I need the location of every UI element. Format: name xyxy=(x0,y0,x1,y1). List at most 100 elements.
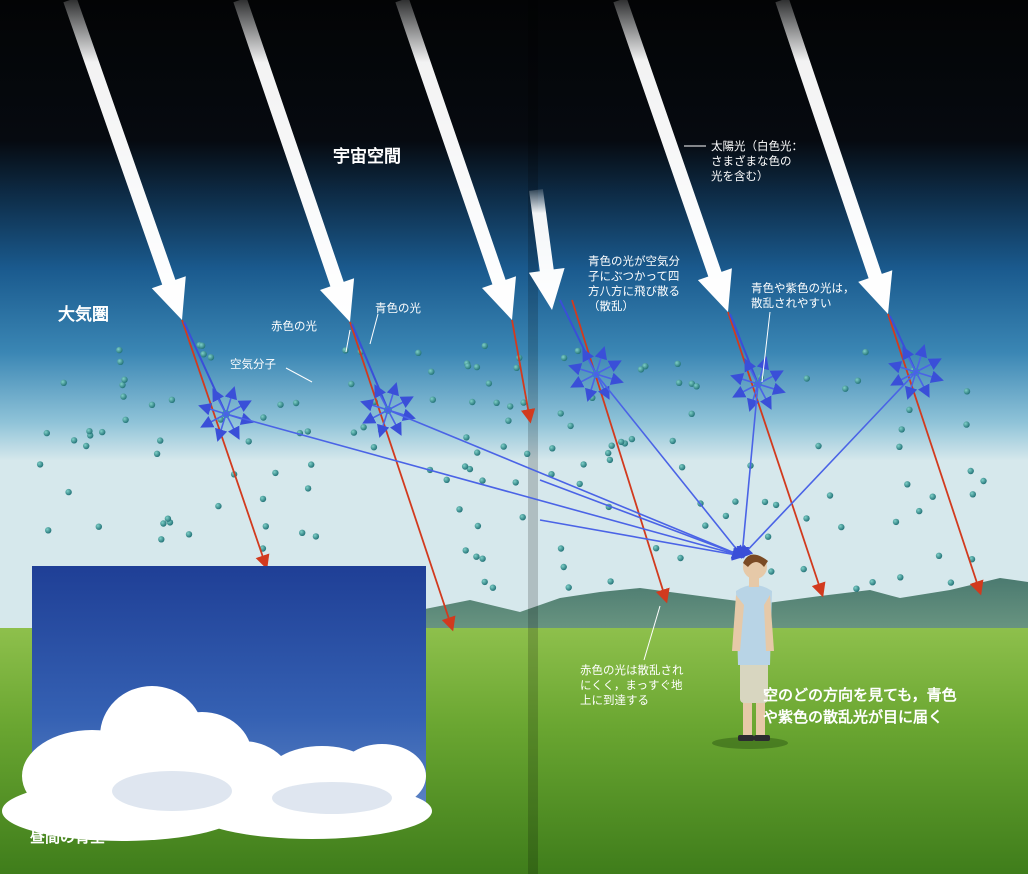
scatter-star xyxy=(198,403,227,416)
air-molecule xyxy=(207,354,215,361)
air-molecule xyxy=(764,533,772,540)
air-molecule xyxy=(892,518,900,526)
scatter-star xyxy=(747,383,760,412)
air-molecule xyxy=(245,438,252,445)
scatter-star xyxy=(582,348,597,375)
air-molecule xyxy=(815,442,822,450)
air-molecule xyxy=(164,515,172,522)
air-molecule xyxy=(772,501,780,509)
air-molecule xyxy=(980,477,987,485)
air-molecule xyxy=(117,358,124,365)
air-molecule xyxy=(260,414,267,421)
scattered-ray-to-eye xyxy=(539,519,746,561)
scatter-star xyxy=(212,388,227,415)
scattered-ray-to-eye xyxy=(736,383,759,560)
scatter-star xyxy=(200,413,227,428)
blue-violet-label: 青色や紫色の光は， 散乱されやすい xyxy=(751,281,855,310)
scatter-star xyxy=(905,371,918,400)
page-fold xyxy=(528,0,538,874)
scatter-star xyxy=(732,383,759,398)
scatter-star xyxy=(377,409,390,438)
air-molecule xyxy=(489,584,497,591)
air-molecule xyxy=(160,520,167,527)
scatter-star xyxy=(914,344,927,373)
air-molecule xyxy=(119,381,126,389)
air-molecule xyxy=(65,488,72,496)
boy-figure xyxy=(712,554,788,749)
air-molecule xyxy=(120,393,127,400)
air-molecule xyxy=(200,351,207,358)
scatter-star xyxy=(362,409,389,424)
air-molecule xyxy=(608,442,615,449)
scatter-star xyxy=(757,383,772,410)
air-molecule xyxy=(158,536,165,543)
air-molecule xyxy=(963,388,971,395)
air-molecule xyxy=(505,417,512,424)
air-molecule xyxy=(116,346,123,354)
scatter-star xyxy=(595,360,622,375)
air-molecule xyxy=(463,434,470,441)
air-molecule xyxy=(560,563,567,571)
violet-leader xyxy=(761,311,771,383)
scattered-ray-to-eye xyxy=(387,409,745,559)
air-molecule xyxy=(473,363,481,371)
air-molecule xyxy=(428,368,435,375)
air-molecule xyxy=(60,379,67,386)
air-molecule xyxy=(198,342,206,349)
air-molecule xyxy=(43,429,50,437)
scattered-rays xyxy=(198,145,944,661)
air-molecule xyxy=(168,396,176,403)
scatter-star xyxy=(570,373,597,388)
air-molecule xyxy=(967,467,974,475)
scatter-star xyxy=(915,370,944,383)
scatter-star xyxy=(387,409,402,436)
air-molecule xyxy=(86,428,93,435)
air-molecule xyxy=(803,515,810,522)
air-molecule xyxy=(479,555,486,562)
air-molecule xyxy=(348,380,355,388)
air-molecule xyxy=(485,380,493,387)
air-molecule xyxy=(500,443,507,450)
air-molecule xyxy=(560,354,568,362)
air-molecule xyxy=(842,385,849,392)
red-reach-leader xyxy=(643,605,661,661)
air-molecule xyxy=(292,399,300,407)
air-molecule xyxy=(678,464,686,471)
air-molecule xyxy=(36,461,44,468)
mountain-range xyxy=(420,578,1028,640)
air-molecule xyxy=(652,545,660,552)
blue-scatter-label: 青色の光が空気分 子にぶつかって四 方八方に飛び散る （散乱） xyxy=(588,254,680,313)
air-molecule xyxy=(304,485,312,492)
air-molecule xyxy=(308,461,315,468)
air-molecule xyxy=(443,476,450,483)
air-molecule xyxy=(157,437,164,444)
scattered-ray-to-eye xyxy=(739,371,917,559)
sunbeam-arrow xyxy=(528,189,565,310)
air-molecule xyxy=(479,477,486,484)
air-molecule xyxy=(947,579,955,586)
red-light-ray xyxy=(349,321,456,632)
air-molecule xyxy=(148,401,156,408)
scatter-star xyxy=(902,346,917,373)
red-reach-label: 赤色の光は散乱され にくく，まっすぐ地 上に到達する xyxy=(580,663,684,707)
air-molecule xyxy=(576,480,583,488)
air-molecule xyxy=(99,428,106,436)
air-molecule xyxy=(121,376,128,383)
air-molecule xyxy=(350,429,358,436)
air-molecule xyxy=(262,523,269,530)
sunbeam-arrow xyxy=(613,0,732,312)
air-molecule xyxy=(800,565,807,573)
air-molecule xyxy=(702,522,709,529)
air-molecule xyxy=(565,584,572,591)
air-molecule xyxy=(461,463,469,470)
air-molecule xyxy=(519,514,526,521)
air-molecule xyxy=(185,531,193,538)
air-molecule xyxy=(259,495,267,503)
air-molecule xyxy=(607,578,614,585)
scatter-star xyxy=(595,373,610,400)
scatter-star xyxy=(888,361,917,374)
air-molecule xyxy=(299,529,306,536)
red-leader xyxy=(345,329,351,353)
scatter-star xyxy=(386,382,399,411)
air-molecule xyxy=(215,502,222,510)
